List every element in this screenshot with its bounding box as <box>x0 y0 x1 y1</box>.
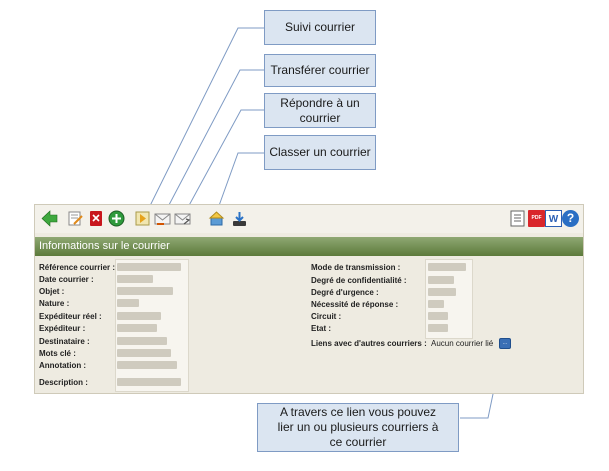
toolbar: PDF W ? <box>35 205 583 233</box>
field-label: Annotation : <box>39 361 87 370</box>
reply-mail-icon[interactable] <box>174 210 191 227</box>
field-value <box>117 324 157 332</box>
field-value <box>428 276 454 284</box>
link-courrier-button[interactable]: ... <box>499 338 511 349</box>
field-label: Référence courrier : <box>39 263 116 272</box>
callout-classer: Classer un courrier <box>264 135 376 170</box>
field-label: Etat : <box>311 324 331 333</box>
archive-icon[interactable] <box>208 210 225 227</box>
field-label: Degré d'urgence : <box>311 288 379 297</box>
forward-mail-icon[interactable] <box>154 210 171 227</box>
callout-suivi: Suivi courrier <box>264 10 376 45</box>
help-icon[interactable]: ? <box>562 210 579 227</box>
field-label: Expéditeur réel : <box>39 312 102 321</box>
links-value: Aucun courrier lié <box>431 339 494 348</box>
add-icon[interactable] <box>108 210 125 227</box>
field-value <box>117 361 177 369</box>
repondre-connector <box>179 109 264 223</box>
field-label: Date courrier : <box>39 275 94 284</box>
field-value <box>428 288 456 296</box>
field-label: Mots clé : <box>39 349 76 358</box>
suivi-connector <box>141 27 264 223</box>
field-value <box>117 299 139 307</box>
field-value <box>117 337 167 345</box>
edit-icon[interactable] <box>67 210 84 227</box>
field-value <box>428 263 466 271</box>
field-label: Degré de confidentialité : <box>311 276 407 285</box>
field-label: Nécessité de réponse : <box>311 300 399 309</box>
track-icon[interactable] <box>134 210 151 227</box>
field-value <box>117 312 161 320</box>
field-value <box>117 263 181 271</box>
callout-transferer: Transférer courrier <box>264 54 376 87</box>
pdf-delete-icon[interactable] <box>88 210 105 227</box>
field-value <box>117 378 181 386</box>
classer-connector <box>215 152 264 215</box>
list-icon[interactable] <box>509 210 526 227</box>
field-value <box>117 349 171 357</box>
field-value <box>117 287 173 295</box>
field-label: Expéditeur : <box>39 324 86 333</box>
download-icon[interactable] <box>231 210 248 227</box>
callout-lien: A travers ce lien vous pouvez lier un ou… <box>257 403 459 452</box>
callout-repondre: Répondre à un courrier <box>264 93 376 128</box>
field-label: Circuit : <box>311 312 342 321</box>
field-label: Destinataire : <box>39 337 90 346</box>
field-value <box>428 324 448 332</box>
courrier-panel: PDF W ? Informations sur le courrier Réf… <box>34 204 584 394</box>
transferer-connector <box>159 69 264 223</box>
field-value <box>428 312 448 320</box>
field-value <box>428 300 444 308</box>
back-arrow-icon[interactable] <box>41 210 58 227</box>
field-value <box>117 275 153 283</box>
section-header: Informations sur le courrier <box>35 237 583 256</box>
links-label: Liens avec d'autres courriers : <box>311 339 427 348</box>
field-label: Mode de transmission : <box>311 263 401 272</box>
field-label: Objet : <box>39 287 65 296</box>
pdf-icon[interactable]: PDF <box>528 210 545 227</box>
word-icon[interactable]: W <box>545 210 562 227</box>
field-label: Description : <box>39 378 88 387</box>
field-label: Nature : <box>39 299 70 308</box>
